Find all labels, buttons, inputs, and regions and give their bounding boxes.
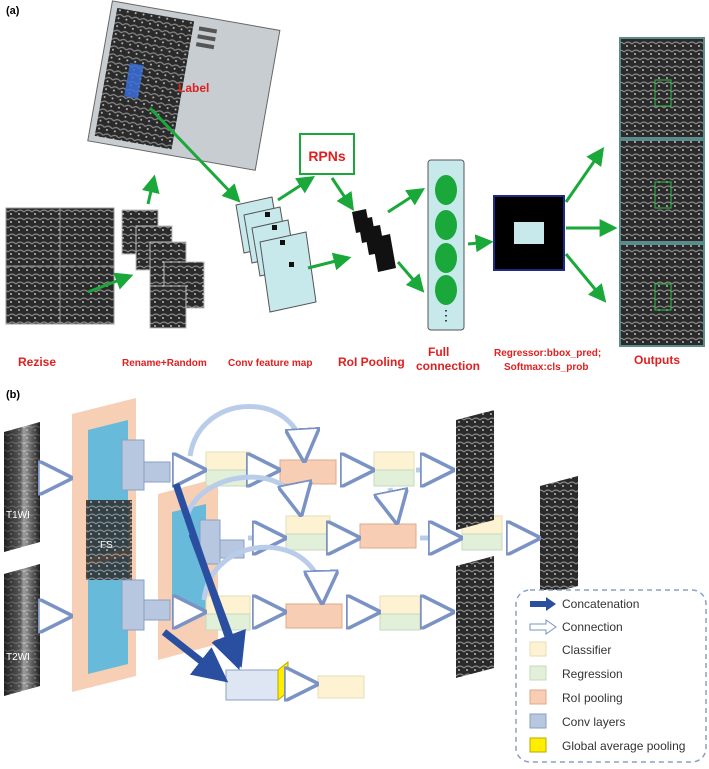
conv-swatch-icon <box>529 713 547 729</box>
conv-feature-maps <box>235 196 317 313</box>
stage-label-full-2: connection <box>416 359 480 373</box>
input-label-t1: T1WI <box>6 510 30 521</box>
legend-label: Concatenation <box>562 597 639 611</box>
panel-b-output-images <box>456 410 578 678</box>
input-t2wi-image <box>4 564 40 696</box>
regression-swatch-icon <box>529 665 547 681</box>
stage-label-full-1: Full <box>428 345 449 359</box>
legend-label: Classifier <box>562 643 611 657</box>
conv-layer-boxes <box>121 439 245 631</box>
regressor-inner-box <box>514 222 544 244</box>
legend-label: Regression <box>562 667 623 681</box>
gap-swatch-icon <box>529 737 547 753</box>
rpn-box <box>299 133 355 175</box>
panel-b-letter: (b) <box>6 389 20 401</box>
label-tag: Label <box>178 81 209 95</box>
panel-a-letter: (a) <box>6 5 20 17</box>
roi-swatch-icon <box>529 689 547 705</box>
dark-blue-arrow-icon <box>530 597 556 611</box>
concatenation-arrows <box>161 482 246 683</box>
legend-label: RoI pooling <box>562 691 623 705</box>
rpn-label: RPNs <box>308 148 346 164</box>
legend-label: Connection <box>562 620 623 634</box>
classifier-swatch-icon <box>529 641 547 657</box>
stage-label-outputs: Outputs <box>634 353 680 367</box>
rename-random-stack <box>121 209 205 329</box>
stage-label-resize: Rezise <box>18 355 56 369</box>
stage-label-roi: RoI Pooling <box>338 355 405 369</box>
input-t1wi-image <box>4 422 40 552</box>
input-label-fs: FS <box>100 540 113 551</box>
resize-mri-grid <box>5 207 115 325</box>
panel-a-arrows <box>87 106 618 303</box>
input-label-t2: T2WI <box>6 652 30 663</box>
gap-yellow-face <box>277 660 289 702</box>
legend: Concatenation Connection Classifier Regr… <box>515 589 707 763</box>
label-screenshot <box>87 0 281 171</box>
legend-label: Global average pooling <box>562 739 685 753</box>
gap-conv-block <box>225 669 279 701</box>
full-connection-layer <box>427 159 465 331</box>
legend-label: Conv layers <box>562 715 625 729</box>
roi-pooling-blocks <box>352 209 396 272</box>
stage-label-regressor-2: Softmax:cls_prob <box>504 362 588 373</box>
stage-label-regressor-1: Regressor:bbox_pred; <box>494 348 601 359</box>
stage-label-rename: Rename+Random <box>122 358 207 369</box>
fc-ellipsis: ⋮ <box>439 307 453 323</box>
outputs-images <box>619 37 705 347</box>
light-blue-arrow-icon <box>529 619 557 635</box>
stage-label-conv: Conv feature map <box>228 358 312 369</box>
